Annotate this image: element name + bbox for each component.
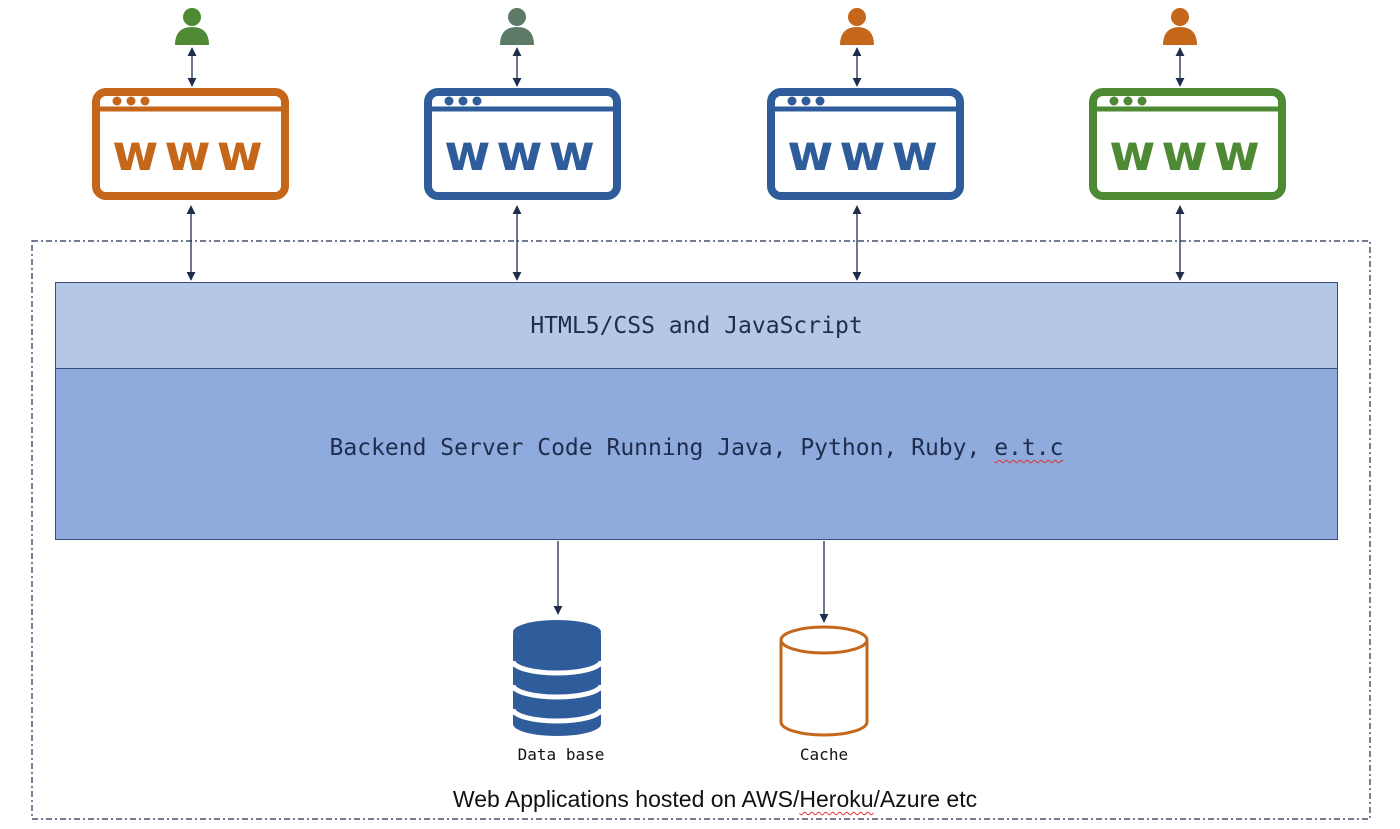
browser-www-text: www [112, 124, 269, 182]
hosting-caption: Web Applications hosted on AWS/Heroku/Az… [453, 786, 977, 813]
browser-window-icon: www [767, 88, 964, 200]
browser-www-text: www [1109, 124, 1266, 182]
backend-layer-text: Backend Server Code Running Java, Python… [330, 435, 1064, 461]
user-icon [500, 8, 534, 45]
hosting-caption-prefix: Web Applications hosted on AWS/ [452, 786, 800, 812]
browser-www-text: www [444, 124, 601, 182]
client-2: www [424, 8, 621, 281]
browser-window-icon: www [424, 88, 621, 200]
hosting-boundary [31, 240, 1371, 820]
user-icon [1163, 8, 1197, 45]
frontend-layer: HTML5/CSS and JavaScript [55, 282, 1338, 369]
clients-group: www www www www [92, 8, 1286, 281]
database-label: Data base [517, 745, 605, 764]
frontend-layer-label: HTML5/CSS and JavaScript [530, 312, 863, 339]
cache-label: Cache [799, 745, 849, 764]
backend-layer: Backend Server Code Running Java, Python… [55, 368, 1338, 540]
hosting-caption-suffix: /Azure etc [873, 786, 978, 812]
user-icon [175, 8, 209, 45]
client-1: www [92, 8, 289, 281]
browser-www-text: www [787, 124, 944, 182]
database-icon [510, 620, 604, 736]
backend-layer-label: Backend Server Code Running Java, Python… [329, 435, 995, 461]
browser-window-icon: www [1089, 88, 1286, 200]
browser-window-icon: www [92, 88, 289, 200]
cache-icon [779, 625, 869, 737]
client-4: www [1089, 8, 1286, 281]
backend-layer-etc: e.t.c [994, 435, 1064, 461]
hosting-caption-heroku: Heroku [799, 786, 874, 812]
client-3: www [767, 8, 964, 281]
user-icon [840, 8, 874, 45]
